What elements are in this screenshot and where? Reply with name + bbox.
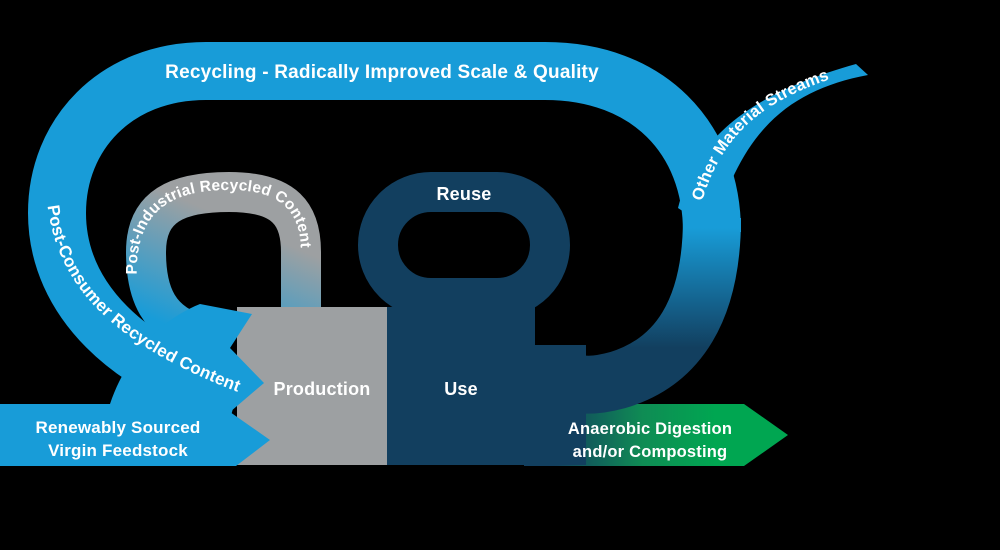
post-industrial-loop bbox=[125, 171, 321, 355]
use-box bbox=[387, 307, 535, 465]
renewably-sourced-label-line1: Renewably Sourced bbox=[36, 418, 201, 437]
recycling-loop-arc bbox=[27, 42, 741, 426]
reuse-label: Reuse bbox=[436, 184, 491, 204]
renewably-sourced-label-line2: Virgin Feedstock bbox=[48, 441, 188, 460]
reuse-loop bbox=[358, 172, 570, 318]
other-material-streams-branch bbox=[678, 64, 868, 232]
recycling-loop-label: Recycling - Radically Improved Scale & Q… bbox=[165, 62, 599, 83]
feedstock-chevron-arrow bbox=[0, 304, 270, 466]
recycling-loop-curl bbox=[530, 217, 741, 414]
use-label: Use bbox=[444, 379, 478, 399]
anaerobic-label-line1: Anaerobic Digestion bbox=[568, 420, 732, 438]
production-label: Production bbox=[274, 379, 371, 399]
composting-arrow bbox=[524, 404, 788, 466]
anaerobic-label-line2: and/or Composting bbox=[573, 443, 728, 461]
